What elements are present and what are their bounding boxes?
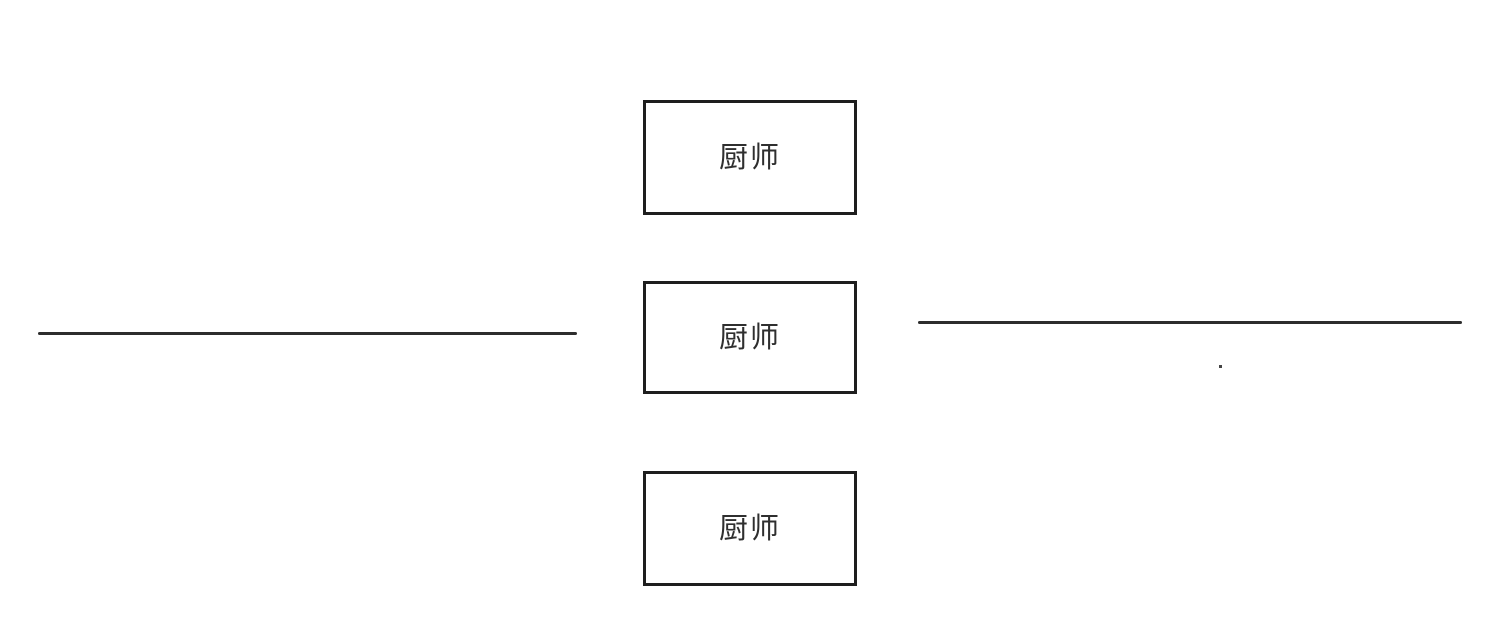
node-chef-bottom-label: 厨师 [718, 511, 781, 545]
node-chef-middle-label: 厨师 [718, 320, 781, 354]
connector-line-right[interactable] [918, 321, 1462, 324]
node-chef-top-label: 厨师 [718, 140, 781, 174]
node-chef-middle[interactable]: 厨师 [643, 281, 857, 394]
node-chef-top[interactable]: 厨师 [643, 100, 857, 215]
connector-line-left[interactable] [38, 332, 577, 335]
stray-dot-artifact [1219, 365, 1222, 368]
node-chef-bottom[interactable]: 厨师 [643, 471, 857, 586]
